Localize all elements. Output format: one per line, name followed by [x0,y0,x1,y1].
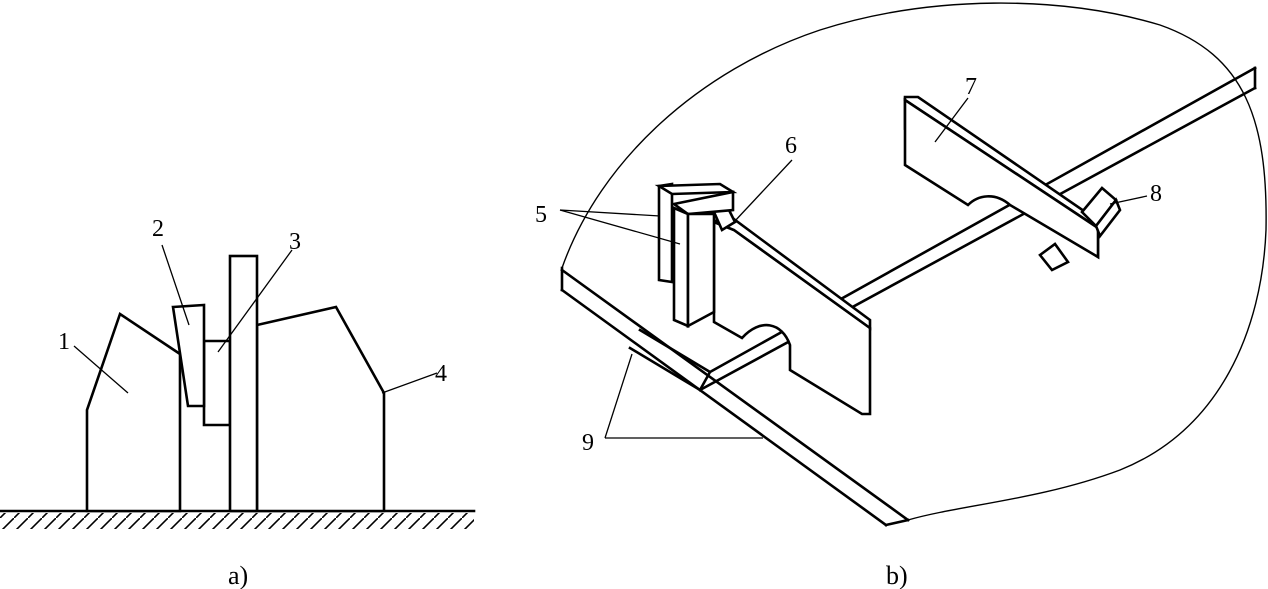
label-9: 9 [582,430,594,456]
label-5: 5 [535,202,547,228]
part-5-stop-plates [654,182,738,329]
figure-a: 1 2 3 4 a) [0,216,476,589]
vertical-stop-bar [228,254,259,513]
figure-b: 5 6 7 8 9 b) [535,2,1267,589]
part-8-wedge [1038,186,1122,272]
workpiece-outline [561,2,1267,521]
part-3-block [202,339,232,427]
label-1: 1 [58,329,70,355]
ground-base [0,509,476,529]
part-4-right-plate [255,305,386,513]
caption-b: b) [886,561,908,589]
plate-edge [560,266,910,527]
part-1-left-plate [85,311,182,513]
caption-a: a) [228,561,248,589]
part-2-wedge [171,303,206,408]
label-4: 4 [435,361,447,387]
label-6: 6 [785,133,797,159]
label-2: 2 [152,216,164,242]
label-8: 8 [1150,181,1162,207]
part-7-clamp-plate [903,95,1102,260]
label-3: 3 [289,229,301,255]
part-6-clamp-plate [711,204,872,416]
label-7: 7 [965,74,977,100]
